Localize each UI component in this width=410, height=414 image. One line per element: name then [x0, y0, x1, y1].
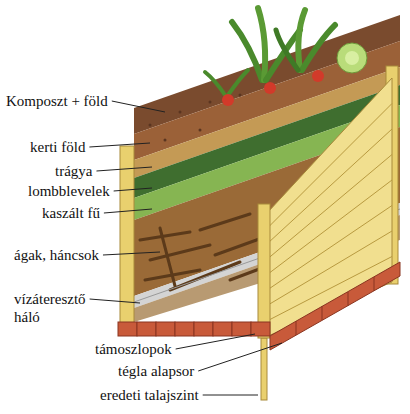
part-label: trágya: [55, 162, 92, 180]
part-label: ágak, háncsok: [14, 246, 99, 264]
part-label: Komposzt + föld: [6, 92, 108, 110]
part-label: támoszlopok: [95, 340, 172, 358]
leader-line: [176, 334, 255, 349]
leader-line: [198, 343, 282, 371]
part-label: tégla alapsor: [118, 362, 194, 380]
brick-base: [118, 262, 400, 350]
leader-line: [90, 299, 140, 303]
side-wall: [258, 78, 392, 338]
leader-line: [89, 143, 150, 147]
plants: [205, 8, 335, 95]
leader-line: [112, 101, 165, 112]
part-label: lombblevelek: [28, 182, 110, 200]
leader-line: [203, 395, 258, 396]
leader-line: [104, 209, 152, 213]
leader-line: [96, 167, 152, 171]
part-label: kerti föld: [30, 138, 85, 156]
part-label: eredeti talajszint: [100, 386, 199, 404]
leader-line: [114, 188, 152, 191]
part-label: vízáteresztő háló: [14, 290, 104, 326]
vegetables: [222, 43, 367, 106]
part-label: kaszált fű: [42, 204, 100, 222]
leader-line: [103, 252, 160, 255]
